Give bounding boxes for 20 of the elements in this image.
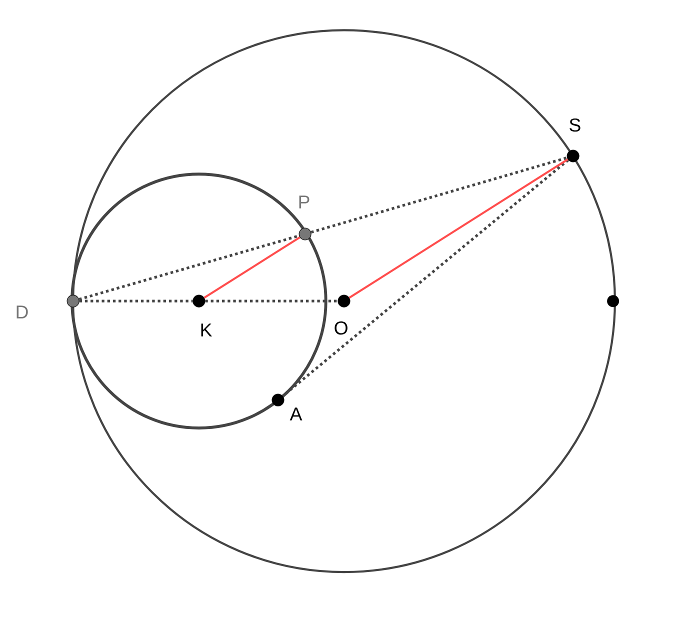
node-label: A [290,408,302,420]
node-label: S [570,118,580,132]
line-segment [348,158,568,299]
point: A [272,394,302,420]
node-label: D [16,306,28,318]
node-label: K [201,324,212,336]
node-label: P [299,196,310,208]
point [607,295,620,308]
line-segment [204,236,300,299]
point: D [16,294,80,318]
node-label: O [334,321,348,335]
point: P [298,196,312,240]
point: S [566,118,580,162]
line-segment [282,158,570,398]
line-segment [205,300,338,302]
point: K [192,294,212,336]
point: O [334,294,350,335]
line-segment [310,156,568,234]
line-segment [79,300,193,302]
line-segment [78,234,300,301]
